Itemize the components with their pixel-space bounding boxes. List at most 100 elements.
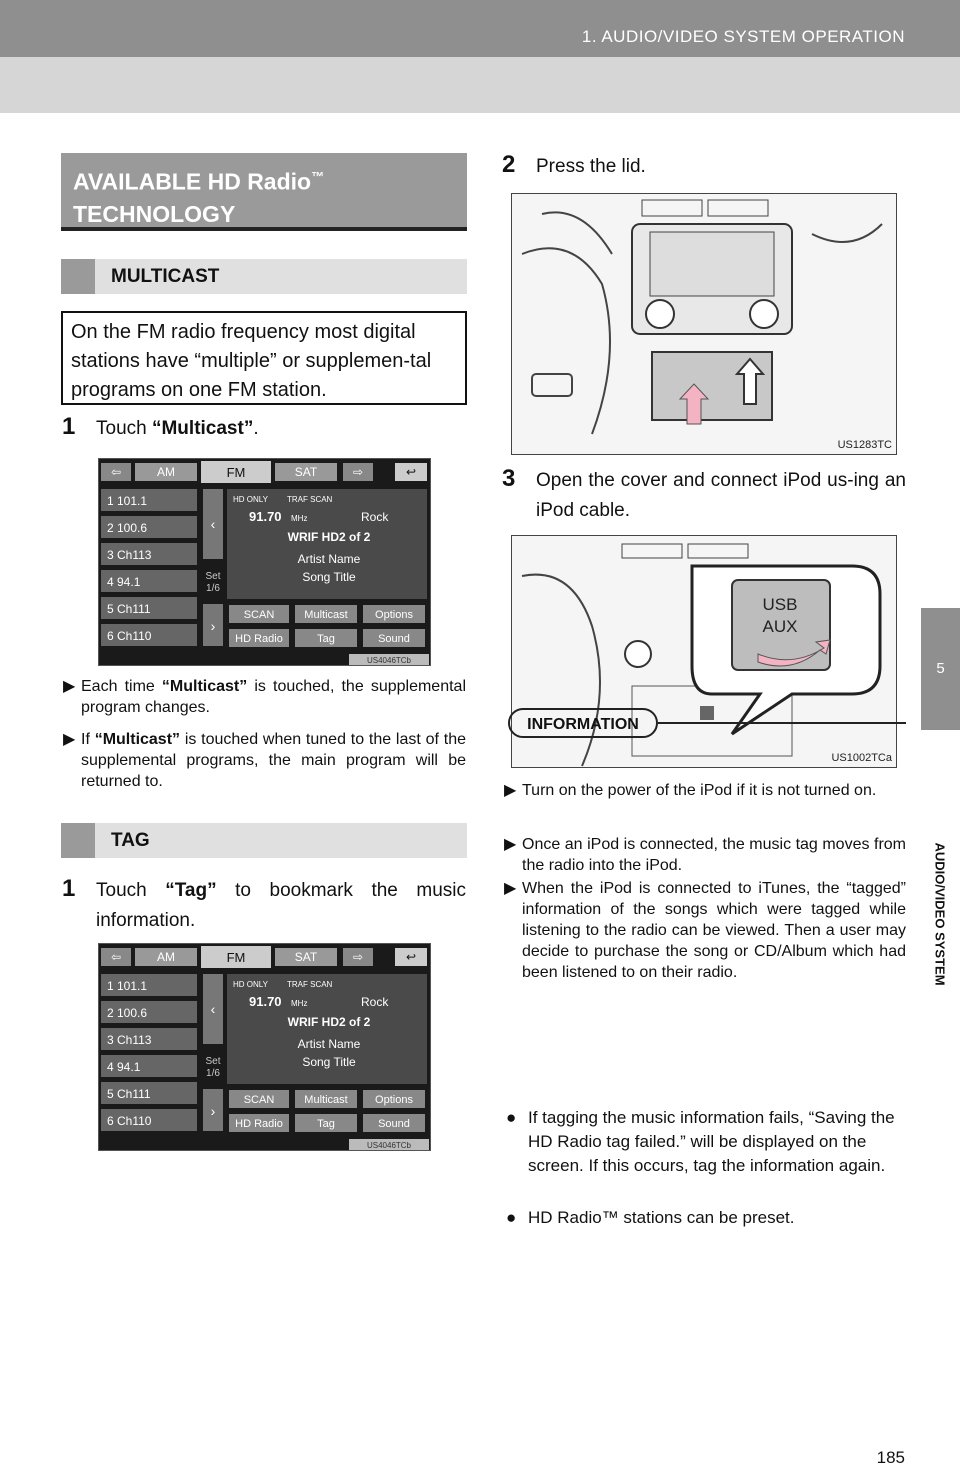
svg-text:HD ONLY: HD ONLY	[233, 980, 269, 989]
bullet-key: “Multicast”	[94, 731, 181, 748]
step-number: 1	[62, 413, 76, 440]
multicast-bullet-2: ▶ If “Multicast” is touched when tuned t…	[63, 729, 466, 792]
svg-text:Tag: Tag	[317, 633, 335, 645]
header-band	[0, 0, 960, 57]
bullet-marker: ▶	[63, 731, 76, 748]
svg-text:Artist Name: Artist Name	[298, 552, 361, 566]
bullet-marker: ▶	[504, 836, 517, 853]
svg-text:1/6: 1/6	[206, 583, 220, 594]
bullet-key: “Multicast”	[161, 678, 248, 695]
svg-text:91.70: 91.70	[249, 994, 282, 1009]
svg-text:2 100.6: 2 100.6	[107, 521, 147, 535]
svg-text:HD Radio: HD Radio	[235, 633, 283, 645]
svg-text:1 101.1: 1 101.1	[107, 494, 147, 508]
page-header: 1. AUDIO/VIDEO SYSTEM OPERATION	[0, 0, 960, 113]
svg-text:WRIF HD2 of 2: WRIF HD2 of 2	[288, 1015, 371, 1029]
heading-marker	[61, 823, 95, 858]
svg-text:HD ONLY: HD ONLY	[233, 495, 269, 504]
bullet-pre: Each time	[81, 678, 162, 695]
tag-heading-label: TAG	[111, 830, 150, 851]
svg-text:2 100.6: 2 100.6	[107, 1006, 147, 1020]
svg-text:US4046TCb: US4046TCb	[367, 656, 412, 665]
svg-text:‹: ‹	[211, 1001, 216, 1017]
svg-text:Song Title: Song Title	[302, 570, 356, 584]
svg-text:SAT: SAT	[295, 950, 318, 964]
info-divider	[658, 722, 906, 724]
tag-step: 1 Touch “Tag” to bookmark the music info…	[62, 875, 466, 936]
multicast-step: 1 Touch “Multicast”.	[62, 413, 466, 444]
svg-text:5 Ch111: 5 Ch111	[107, 1087, 151, 1101]
svg-text:1 101.1: 1 101.1	[107, 979, 147, 993]
svg-text:4 94.1: 4 94.1	[107, 575, 141, 589]
svg-text:Options: Options	[375, 609, 413, 621]
info-text: If tagging the music information fails, …	[528, 1108, 895, 1175]
heading-marker	[61, 259, 95, 294]
multicast-heading-label: MULTICAST	[111, 266, 220, 287]
svg-text:SCAN: SCAN	[244, 1094, 275, 1106]
tab-sat: SAT	[295, 465, 318, 479]
step-text-pre: Touch	[96, 418, 152, 439]
step-key: “Multicast”	[151, 418, 254, 439]
svg-text:Multicast: Multicast	[304, 1094, 347, 1106]
svg-text:‹: ‹	[211, 516, 216, 532]
trademark-mark: ™	[311, 169, 325, 184]
image-code: US1002TCa	[831, 752, 892, 764]
bullet-text: Turn on the power of the iPod if it is n…	[522, 782, 877, 799]
info-bullet: ●	[506, 1208, 517, 1227]
tag-heading: TAG	[61, 823, 467, 858]
multicast-heading: MULTICAST	[61, 259, 467, 294]
svg-text:Song Title: Song Title	[302, 1055, 356, 1069]
svg-text:91.70: 91.70	[249, 509, 282, 524]
step-number: 2	[502, 151, 516, 178]
bullet-marker: ▶	[63, 678, 76, 695]
bullet-post: is touched, the supplemental program cha…	[81, 678, 466, 716]
svg-text:⇦: ⇦	[111, 465, 121, 479]
svg-text:MHz: MHz	[291, 514, 307, 523]
svg-text:6 Ch110: 6 Ch110	[107, 629, 152, 643]
tab-am: AM	[157, 465, 175, 479]
aux-label: AUX	[763, 617, 798, 636]
svg-text:Set: Set	[205, 1056, 220, 1067]
chapter-tab-label: AUDIO/VIDEO SYSTEM	[932, 842, 948, 986]
usb-label: USB	[763, 595, 798, 614]
svg-text:US4046TCb: US4046TCb	[367, 1141, 412, 1150]
console-lid-illustration: US1283TC	[511, 193, 897, 455]
console-svg	[512, 194, 896, 454]
step-number: 1	[62, 875, 76, 902]
bullet-marker: ▶	[504, 782, 517, 799]
step-text-post: to bookmark the music information.	[96, 880, 466, 931]
svg-text:1/6: 1/6	[206, 1068, 220, 1079]
bullet-text: Once an iPod is connected, the music tag…	[522, 836, 906, 874]
svg-text:Set: Set	[205, 571, 220, 582]
radio-screen-svg: ⇦ AM FM SAT ⇨ ↩ 1 101.1 2 100.6 3 Ch113 …	[99, 944, 430, 1150]
radio-screen-svg: ⇦ AM FM SAT ⇨ ↩ 1 101.1 2 100.6 3 Ch113 …	[99, 459, 430, 665]
svg-text:FM: FM	[227, 950, 246, 965]
info-item-2: ● HD Radio™ stations can be preset.	[506, 1206, 908, 1230]
section-title-a: AVAILABLE HD Radio	[73, 168, 312, 195]
step-number: 3	[502, 465, 516, 492]
svg-text:5 Ch111: 5 Ch111	[107, 602, 151, 616]
svg-text:⇨: ⇨	[353, 950, 363, 964]
step-2-text: Press the lid.	[536, 156, 646, 177]
info-bullet: ●	[506, 1108, 517, 1127]
bullet-marker: ▶	[504, 880, 517, 897]
svg-text:AM: AM	[157, 950, 175, 964]
header-title: 1. AUDIO/VIDEO SYSTEM OPERATION	[581, 27, 905, 46]
info-item-1: ● If tagging the music information fails…	[506, 1106, 908, 1178]
svg-text:Tag: Tag	[317, 1118, 335, 1130]
ipod-bullet-2: ▶ Once an iPod is connected, the music t…	[504, 834, 906, 876]
svg-text:3 Ch113: 3 Ch113	[107, 548, 152, 562]
svg-text:Rock: Rock	[361, 995, 389, 1009]
page-number: 185	[876, 1448, 905, 1467]
info-text: HD Radio™ stations can be preset.	[528, 1208, 795, 1227]
svg-text:MHz: MHz	[291, 999, 307, 1008]
svg-text:Artist Name: Artist Name	[298, 1037, 361, 1051]
svg-text:Sound: Sound	[378, 1118, 410, 1130]
svg-text:↩: ↩	[406, 950, 416, 964]
radio-screen-tag: ⇦ AM FM SAT ⇨ ↩ 1 101.1 2 100.6 3 Ch113 …	[98, 943, 431, 1151]
svg-text:HD Radio: HD Radio	[235, 1118, 283, 1130]
svg-text:Multicast: Multicast	[304, 609, 347, 621]
step-2: 2 Press the lid.	[502, 151, 906, 182]
svg-text:Options: Options	[375, 1094, 413, 1106]
svg-text:TRAF SCAN: TRAF SCAN	[287, 980, 333, 989]
